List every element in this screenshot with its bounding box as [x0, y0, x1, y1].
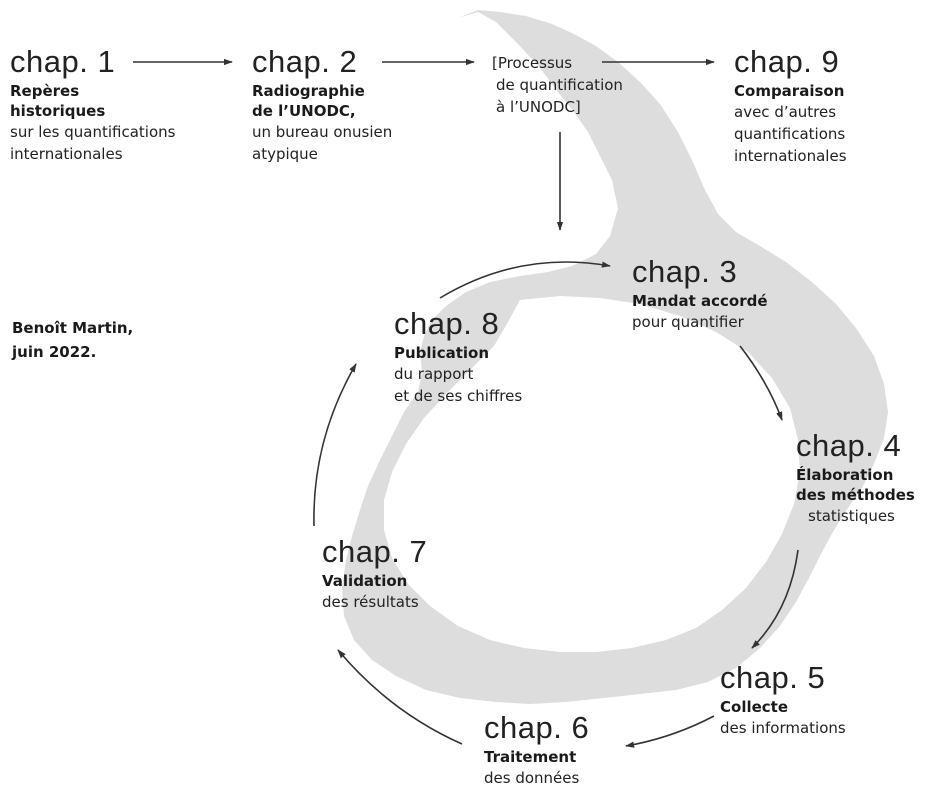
process-label: [Processus de quantification à l’UNODC] [492, 52, 623, 118]
node-chapter-5: chap. 5 Collecte des informations [720, 662, 846, 739]
arrow-ch4-to-ch5 [751, 549, 799, 649]
chapter-2-number: chap. 2 [252, 44, 358, 79]
process-line2: de quantification [496, 76, 623, 94]
chapter-4-title-line2: des méthodes [796, 486, 915, 504]
chapter-4-desc-line1: statistiques [808, 507, 895, 525]
chapter-6-number: chap. 6 [484, 710, 590, 745]
background-brush-shape [342, 10, 888, 704]
arrow-ch3-to-ch4 [739, 345, 783, 421]
node-chapter-8: chap. 8 Publication du rapport et de ses… [394, 308, 522, 407]
node-chapter-1: chap. 1 Repères historiques sur les quan… [10, 46, 175, 165]
node-chapter-9: chap. 9 Comparaison avec d’autres quanti… [734, 46, 847, 167]
chapter-8-number: chap. 8 [394, 306, 500, 341]
chapter-1-desc-line2: internationales [10, 145, 123, 163]
chapter-4-title-line1: Élaboration [796, 466, 894, 484]
node-chapter-3: chap. 3 Mandat accordé pour quantifier [632, 256, 768, 333]
chapter-3-title-line1: Mandat accordé [632, 292, 768, 310]
chapter-1-title-line1: Repères [10, 82, 80, 100]
credit-author: Benoît Martin, [12, 319, 134, 337]
chapter-9-title-line1: Comparaison [734, 82, 845, 100]
chapter-9-desc-line2: quantifications [734, 125, 846, 143]
arrow-ch6-to-ch7 [337, 649, 463, 745]
author-credit: Benoît Martin, juin 2022. [12, 316, 133, 364]
chapter-3-number: chap. 3 [632, 254, 738, 289]
chapter-8-desc-line1: du rapport [394, 365, 474, 383]
chapter-7-number: chap. 7 [322, 534, 428, 569]
chapter-2-title-line1: Radiographie [252, 82, 365, 100]
process-line3: à l’UNODC] [496, 98, 581, 116]
node-chapter-2: chap. 2 Radiographie de l’UNODC, un bure… [252, 46, 392, 165]
chapter-6-title-line1: Traitement [484, 748, 577, 766]
chapter-5-number: chap. 5 [720, 660, 826, 695]
chapter-9-desc-line3: internationales [734, 147, 847, 165]
chapter-1-title-line2: historiques [10, 102, 106, 120]
node-chapter-6: chap. 6 Traitement des données [484, 712, 589, 789]
chapter-8-title-line1: Publication [394, 344, 490, 362]
credit-date: juin 2022. [12, 343, 97, 361]
chapter-1-desc-line1: sur les quantifications [10, 123, 176, 141]
node-chapter-7: chap. 7 Validation des résultats [322, 536, 427, 613]
chapter-6-desc-line1: des données [484, 769, 580, 787]
chapter-1-number: chap. 1 [10, 44, 116, 79]
chapter-5-desc-line1: des informations [720, 719, 846, 737]
arrow-ch5-to-ch6 [625, 715, 715, 748]
chapter-3-desc-line1: pour quantifier [632, 313, 744, 331]
process-line1: [Processus [492, 54, 573, 72]
chapter-7-desc-line1: des résultats [322, 593, 419, 611]
chapter-2-desc-line1: un bureau onusien [252, 123, 393, 141]
chapter-5-title-line1: Collecte [720, 698, 789, 716]
chapter-9-number: chap. 9 [734, 44, 840, 79]
chapter-9-desc-line1: avec d’autres [734, 103, 837, 121]
chapter-7-title-line1: Validation [322, 572, 408, 590]
chapter-8-desc-line2: et de ses chiffres [394, 387, 523, 405]
chapter-4-number: chap. 4 [796, 428, 902, 463]
arrow-ch7-to-ch8 [313, 363, 357, 527]
chapter-2-desc-line2: atypique [252, 145, 318, 163]
chapter-2-title-line2: de l’UNODC, [252, 102, 356, 120]
node-chapter-4: chap. 4 Élaboration des méthodes statist… [796, 430, 915, 527]
arrow-ch8-to-ch3 [439, 261, 611, 299]
